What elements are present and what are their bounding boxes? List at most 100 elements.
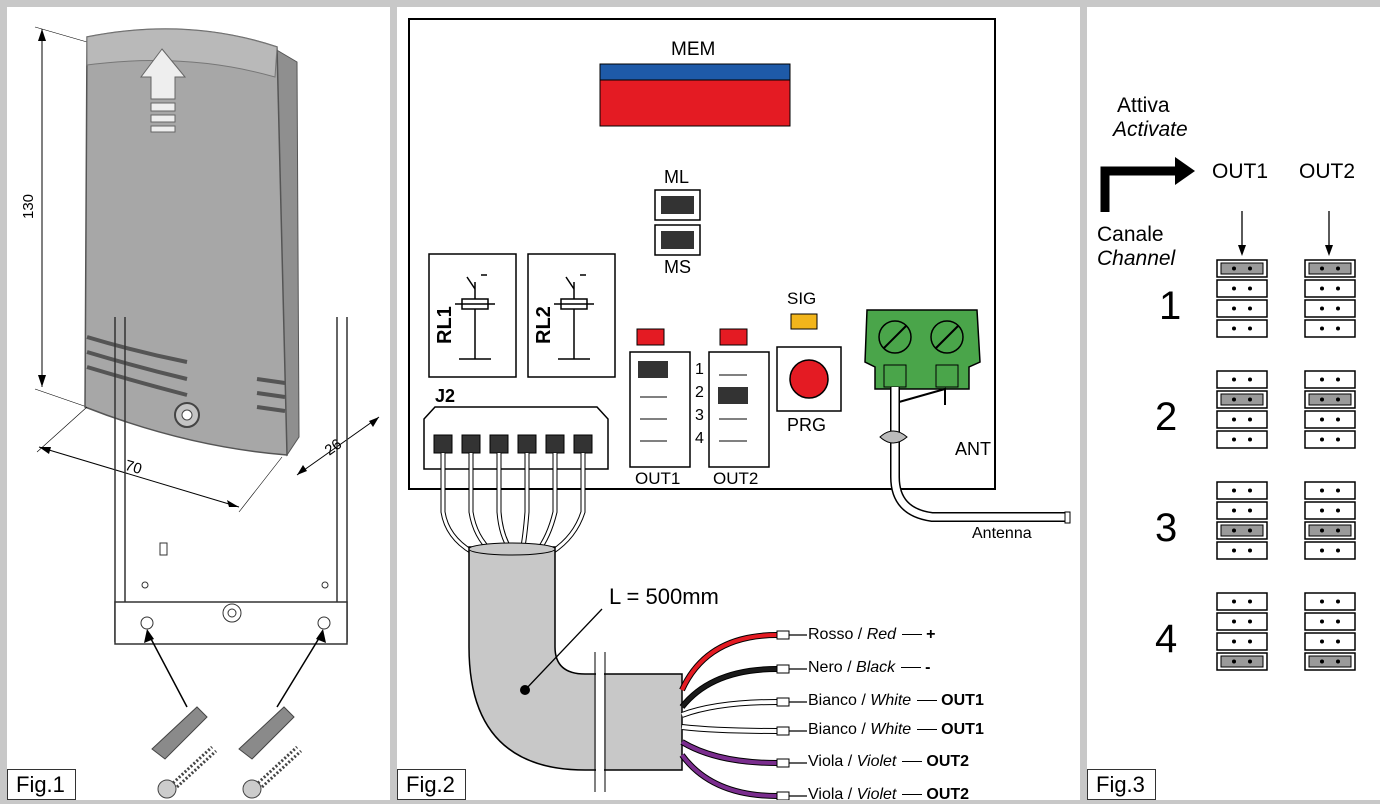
jumper-slot: [1216, 501, 1268, 520]
jumper-slot: [1304, 299, 1356, 318]
jumper-active: [1308, 524, 1352, 537]
jumper-active: [1308, 262, 1352, 275]
jumper-pin: [1232, 619, 1236, 624]
fig3-panel: Attiva Activate OUT1 OUT2 Canale Channel…: [1087, 7, 1380, 800]
jumper-pin: [1248, 659, 1252, 664]
jumper-pin: [1232, 548, 1236, 553]
jumper-pin: [1320, 548, 1324, 553]
wire-terminal: -: [925, 659, 931, 676]
wire-terminal: OUT2: [926, 786, 970, 803]
jumper-pin: [1320, 599, 1324, 604]
jumper-slot: [1216, 592, 1268, 611]
jumper-active: [1308, 655, 1352, 668]
fig3-out2-label: OUT2: [1299, 160, 1356, 183]
jumper-pos-1: 1: [695, 361, 704, 378]
jumper-pin: [1248, 397, 1252, 402]
jumper-slot: [1304, 481, 1356, 500]
wire-color-en: White: [870, 721, 912, 738]
jumper-pin: [1248, 266, 1252, 271]
fig3-drawing: [1100, 157, 1356, 671]
ant-label: ANT: [955, 439, 991, 459]
wire-dash: [917, 729, 938, 731]
wire-color-it: Viola: [808, 786, 844, 803]
wire-color-it: Bianco: [808, 692, 857, 709]
wire-color-it: Bianco: [808, 721, 857, 738]
jumper-pin: [1336, 437, 1340, 442]
jumper-pin: [1232, 306, 1236, 311]
fig2-label: Fig.2: [397, 769, 466, 800]
channel-en-label: Channel: [1097, 247, 1176, 270]
jumper-slot: [1304, 430, 1356, 449]
jumper-slot: [1304, 370, 1356, 389]
wire-dash: [902, 794, 923, 796]
jumper-pin: [1232, 488, 1236, 493]
jumper-slot: [1304, 319, 1356, 338]
wire-color-it: Viola: [808, 753, 844, 770]
jumper-slot: [1304, 279, 1356, 298]
jumper-pin: [1232, 377, 1236, 382]
wire-dash: [917, 700, 938, 702]
jumper-pin: [1248, 548, 1252, 553]
jumper-pos-4: 4: [695, 430, 704, 447]
ms-label: MS: [664, 257, 691, 277]
jumper-active: [1220, 655, 1264, 668]
jumper-slot: [1304, 632, 1356, 651]
fig1-panel: 130 70 26 Fig.1: [7, 7, 390, 800]
jumper-slot: [1216, 279, 1268, 298]
prg-label: PRG: [787, 415, 827, 435]
jumper-pin: [1248, 488, 1252, 493]
channel-4-label: 4: [1155, 617, 1178, 661]
jumper-slot: [1216, 481, 1268, 500]
jumper-pin: [1336, 488, 1340, 493]
ml-label: ML: [664, 167, 690, 187]
jumper-pin: [1320, 639, 1324, 644]
jumper-pin: [1232, 639, 1236, 644]
jumper-pin: [1320, 488, 1324, 493]
jumper-pin: [1232, 417, 1236, 422]
wire-label-row: Rosso / Red+: [808, 626, 935, 644]
rl2-label: RL2: [533, 306, 555, 344]
jumper-slot: [1304, 501, 1356, 520]
jumper-slot: [1304, 612, 1356, 631]
jumper-pin: [1336, 377, 1340, 382]
jumper-pin: [1320, 266, 1324, 271]
jumper-pin: [1320, 619, 1324, 624]
jumper-pin: [1320, 437, 1324, 442]
jumper-slot: [1216, 299, 1268, 318]
jumper-pin: [1320, 326, 1324, 331]
jumper-pin: [1248, 306, 1252, 311]
wire-terminal: +: [926, 626, 936, 643]
wire-separator: /: [856, 692, 871, 709]
wire-color-en: Violet: [856, 786, 897, 803]
wire-terminal: OUT1: [941, 721, 984, 738]
out2-led: [719, 328, 748, 346]
jumper-slot: [1304, 541, 1356, 560]
jumper-active: [1308, 393, 1352, 406]
wire-separator: /: [842, 659, 857, 676]
jumper-pos-3: 3: [695, 407, 704, 424]
jumper-slot: [1216, 632, 1268, 651]
jumper-pin: [1336, 417, 1340, 422]
jumper-pin: [1336, 508, 1340, 513]
jumper-slot: [1216, 612, 1268, 631]
wire-dash: [901, 667, 922, 669]
fig3-out1-label: OUT1: [1212, 160, 1269, 183]
wire-terminal: OUT2: [926, 753, 970, 770]
jumper-pin: [1248, 619, 1252, 624]
jumper-pin: [1232, 508, 1236, 513]
wire-label-row: Nero / Black-: [808, 659, 930, 677]
jumper-pin: [1232, 528, 1236, 533]
wire-separator: /: [853, 626, 867, 643]
jumper-pin: [1248, 508, 1252, 513]
activate-it-label: Attiva: [1117, 94, 1170, 117]
fig3-label: Fig.3: [1087, 769, 1156, 800]
jumper-slot: [1216, 319, 1268, 338]
mem-module-top: [599, 63, 791, 81]
jumper-pin: [1248, 639, 1252, 644]
jumper-pin: [1248, 437, 1252, 442]
wire-color-it: Rosso: [808, 626, 854, 643]
jumper-pin: [1336, 599, 1340, 604]
jumper-pin: [1336, 326, 1340, 331]
out2-label: OUT2: [713, 469, 759, 488]
